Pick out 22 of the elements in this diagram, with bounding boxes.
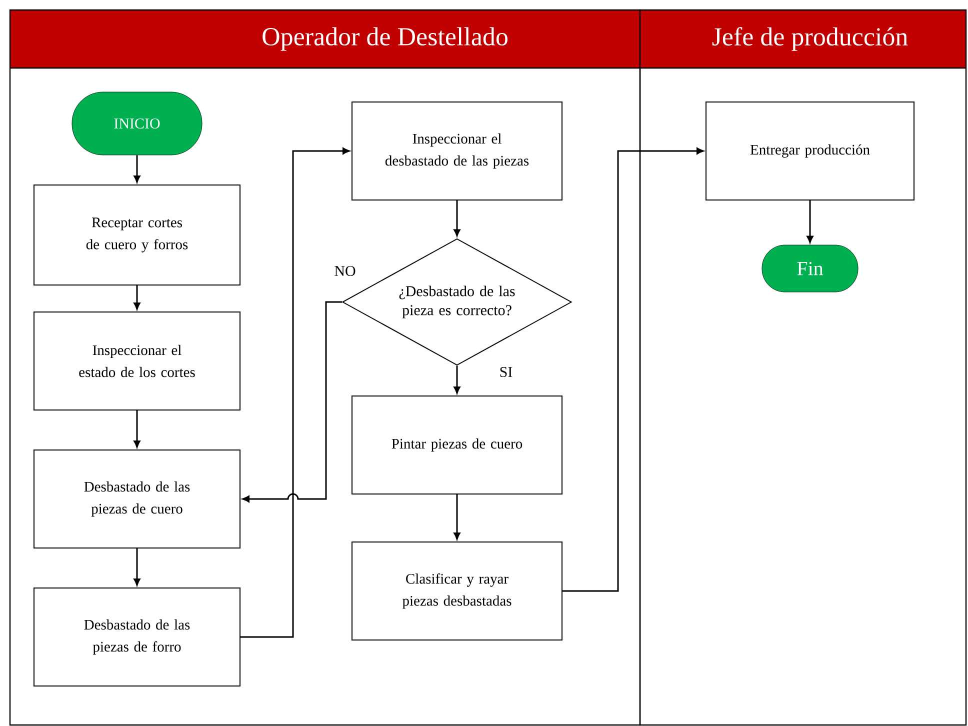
arrow — [562, 148, 704, 592]
arrow — [454, 494, 460, 540]
arrow — [134, 548, 140, 586]
arrow — [242, 301, 342, 502]
arrow — [134, 286, 140, 310]
arrow — [454, 200, 460, 236]
arrow — [806, 200, 814, 243]
process-box: Receptar cortes de cuero y forros — [34, 184, 240, 286]
edge-label: SI — [498, 366, 514, 378]
process-box: Inspeccionar el estado de los cortes — [34, 312, 240, 410]
arrow — [454, 366, 460, 394]
process-box: Desbastado de las piezas de cuero — [34, 450, 240, 548]
terminator-pill: Fin — [762, 244, 858, 292]
terminator-pill: INICIO — [72, 92, 202, 156]
process-box: Desbastado de las piezas de forro — [34, 588, 240, 686]
arrow — [240, 148, 350, 638]
arrow — [134, 410, 140, 448]
process-box: Entregar producción — [706, 102, 915, 200]
arrow — [134, 155, 140, 183]
process-box: Inspeccionar el desbastado de las piezas — [352, 102, 562, 200]
process-box: Pintar piezas de cuero — [352, 396, 562, 494]
process-box: Clasificar y rayar piezas desbastadas — [352, 542, 562, 640]
